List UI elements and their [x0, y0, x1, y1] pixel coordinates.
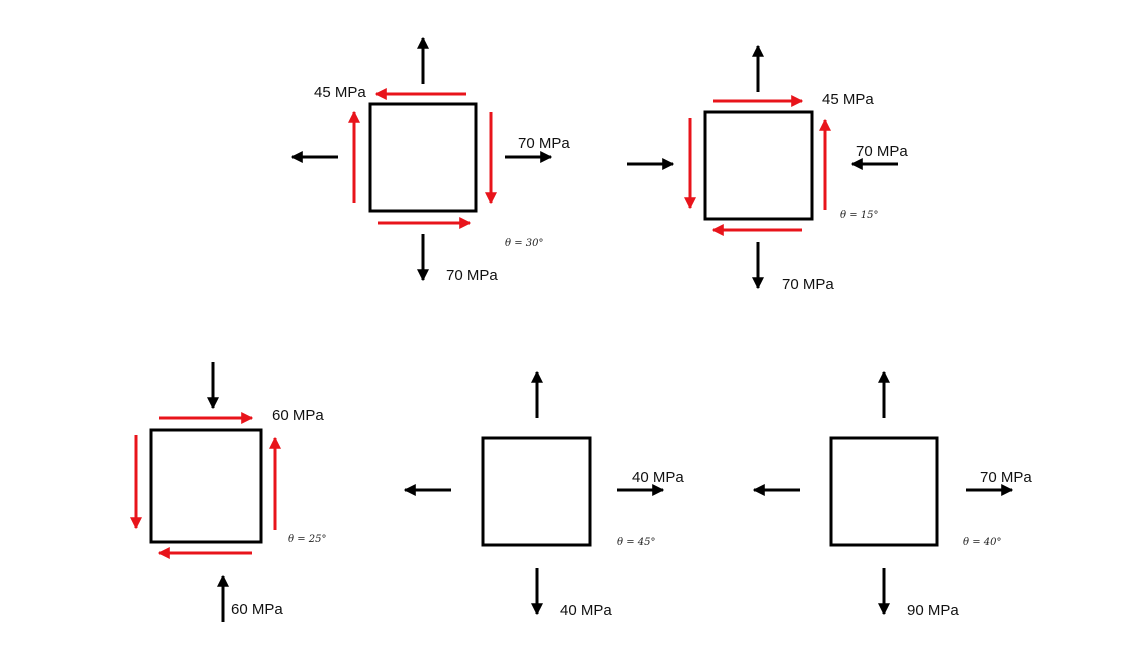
sigma-x-label: 70 MPa	[856, 143, 908, 160]
stress-element-5: 70 MPa 90 MPa θ = 40°	[752, 370, 1032, 619]
stress-element-3: 60 MPa 60 MPa θ = 25°	[130, 362, 326, 622]
stress-element-1: 45 MPa 70 MPa 70 MPa θ = 30°	[290, 36, 570, 284]
sigma-y-label: 70 MPa	[446, 267, 498, 284]
angle-label: θ = 45°	[617, 537, 655, 548]
sigma-y-label: 40 MPa	[560, 602, 612, 619]
element-square	[368, 102, 478, 213]
stress-element-4: 40 MPa 40 MPa θ = 45°	[403, 370, 684, 619]
angle-label: θ = 25°	[288, 534, 326, 545]
shear-stress-label: 60 MPa	[272, 407, 324, 424]
angle-label: θ = 30°	[505, 238, 543, 249]
sigma-y-label: 70 MPa	[782, 276, 834, 293]
angle-label: θ = 40°	[963, 537, 1001, 548]
element-square	[703, 110, 814, 221]
sigma-x-label: 70 MPa	[980, 469, 1032, 486]
element-square	[829, 436, 939, 547]
sigma-y-label: 60 MPa	[231, 601, 283, 618]
sigma-x-label: 40 MPa	[632, 469, 684, 486]
shear-stress-label: 45 MPa	[822, 91, 874, 108]
sigma-y-label: 90 MPa	[907, 602, 959, 619]
angle-label: θ = 15°	[840, 210, 878, 221]
element-square	[481, 436, 592, 547]
shear-stress-label: 45 MPa	[314, 84, 366, 101]
element-square	[149, 428, 263, 544]
sigma-x-label: 70 MPa	[518, 135, 570, 152]
stress-element-2: 45 MPa 70 MPa 70 MPa θ = 15°	[627, 44, 908, 293]
